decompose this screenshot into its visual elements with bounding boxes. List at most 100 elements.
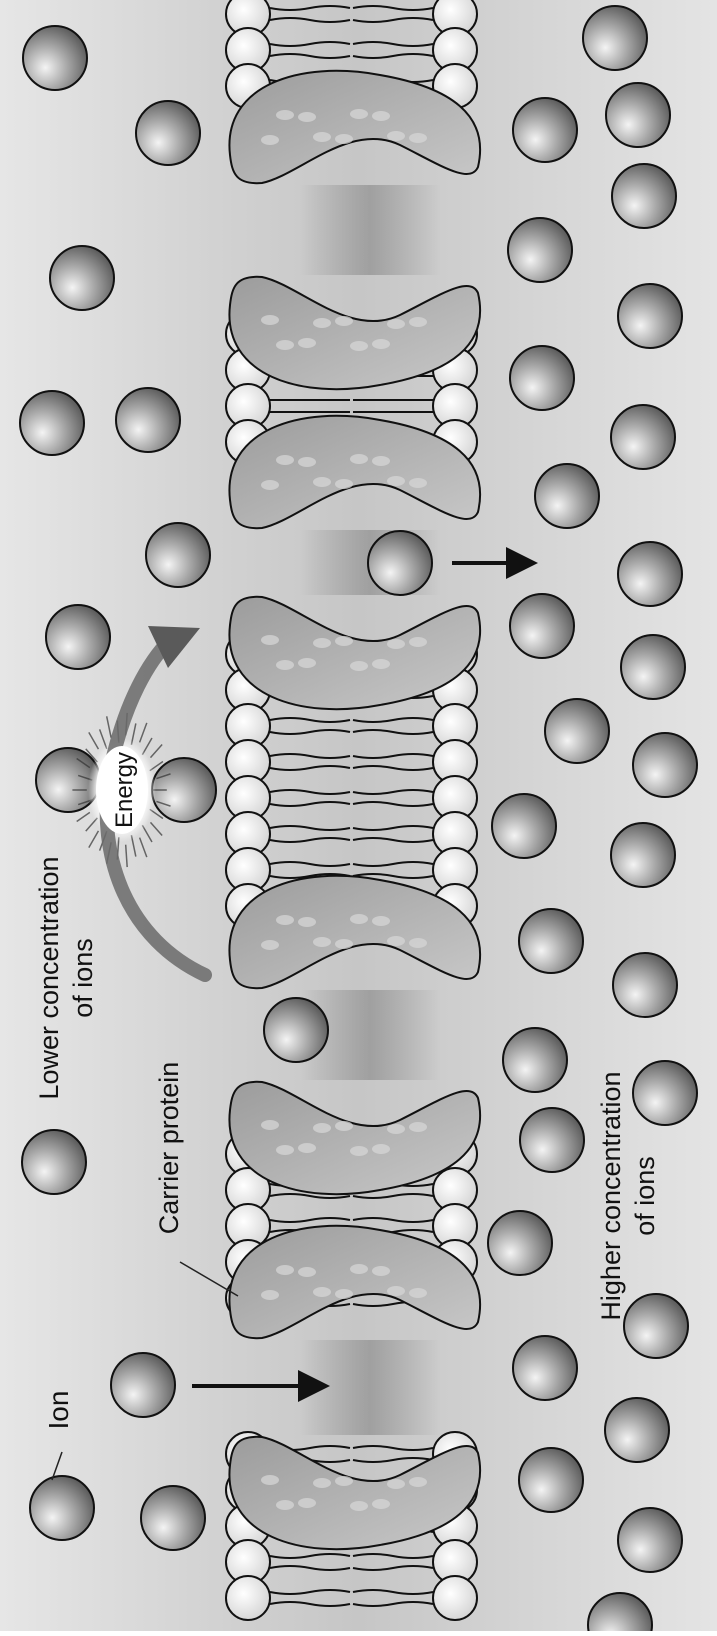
energy-label: Energy: [111, 752, 138, 828]
lower-concentration-label-line1: Lower concentration: [34, 856, 64, 1099]
ion: [492, 794, 556, 858]
ion: [519, 909, 583, 973]
ion: [611, 405, 675, 469]
ion: [111, 1353, 175, 1417]
ion-label: Ion: [43, 1391, 74, 1430]
protein-texture: [261, 1475, 279, 1485]
protein-texture: [313, 1478, 331, 1488]
protein-texture: [335, 134, 353, 144]
protein-texture: [387, 936, 405, 946]
higher-concentration-label-line2: of ions: [630, 1156, 660, 1236]
ion: [519, 1448, 583, 1512]
lower-concentration-label-line2: of ions: [68, 938, 98, 1018]
protein-texture: [335, 316, 353, 326]
ion: [116, 388, 180, 452]
protein-texture: [276, 455, 294, 465]
ion: [508, 218, 572, 282]
protein-texture: [350, 1264, 368, 1274]
protein-texture: [409, 1288, 427, 1298]
protein-texture: [409, 317, 427, 327]
higher-concentration-label-line1: Higher concentration: [596, 1071, 626, 1320]
protein-texture: [261, 480, 279, 490]
protein-texture: [409, 1122, 427, 1132]
ion: [606, 83, 670, 147]
ion: [146, 523, 210, 587]
protein-texture: [335, 1476, 353, 1486]
ion: [30, 1476, 94, 1540]
protein-texture: [298, 1498, 316, 1508]
protein-texture: [350, 109, 368, 119]
ion: [613, 953, 677, 1017]
protein-texture: [335, 1121, 353, 1131]
protein-texture: [372, 456, 390, 466]
protein-texture: [298, 1143, 316, 1153]
protein-texture: [372, 1499, 390, 1509]
protein-texture: [261, 635, 279, 645]
protein-texture: [298, 917, 316, 927]
ion: [20, 391, 84, 455]
ion: [22, 1130, 86, 1194]
protein-texture: [387, 319, 405, 329]
protein-texture: [372, 111, 390, 121]
protein-texture: [409, 637, 427, 647]
ion: [264, 998, 328, 1062]
protein-texture: [313, 1287, 331, 1297]
protein-texture: [335, 1289, 353, 1299]
protein-texture: [387, 1124, 405, 1134]
ion: [624, 1294, 688, 1358]
protein-texture: [313, 477, 331, 487]
protein-texture: [387, 1286, 405, 1296]
protein-texture: [350, 1501, 368, 1511]
ion: [23, 26, 87, 90]
protein-texture: [372, 659, 390, 669]
protein-texture: [313, 318, 331, 328]
ion: [621, 635, 685, 699]
protein-texture: [350, 914, 368, 924]
protein-texture: [276, 1500, 294, 1510]
protein-texture: [409, 1477, 427, 1487]
protein-texture: [276, 110, 294, 120]
protein-texture: [387, 1479, 405, 1489]
ion: [612, 164, 676, 228]
ion: [633, 1061, 697, 1125]
ion: [488, 1211, 552, 1275]
protein-texture: [276, 1145, 294, 1155]
ion: [368, 531, 432, 595]
protein-texture: [372, 1144, 390, 1154]
ion: [136, 101, 200, 165]
carrier-protein-label: Carrier protein: [154, 1062, 184, 1235]
protein-channel: [300, 185, 440, 275]
protein-texture: [350, 454, 368, 464]
ion: [513, 1336, 577, 1400]
protein-texture: [261, 1120, 279, 1130]
protein-texture: [350, 341, 368, 351]
ion: [633, 733, 697, 797]
protein-texture: [276, 915, 294, 925]
protein-texture: [261, 315, 279, 325]
ion: [513, 98, 577, 162]
protein-texture: [350, 661, 368, 671]
ion: [618, 1508, 682, 1572]
protein-texture: [372, 916, 390, 926]
lipid-head: [226, 1576, 270, 1620]
ion: [46, 605, 110, 669]
protein-texture: [335, 636, 353, 646]
protein-texture: [387, 131, 405, 141]
protein-texture: [276, 660, 294, 670]
protein-texture: [409, 478, 427, 488]
ion: [141, 1486, 205, 1550]
protein-texture: [372, 339, 390, 349]
protein-texture: [313, 132, 331, 142]
ion: [520, 1108, 584, 1172]
ion: [50, 246, 114, 310]
protein-texture: [298, 1267, 316, 1277]
ion: [618, 542, 682, 606]
protein-texture: [313, 937, 331, 947]
protein-texture: [298, 112, 316, 122]
ion: [618, 284, 682, 348]
protein-texture: [350, 1146, 368, 1156]
lipid-head: [433, 1576, 477, 1620]
ion: [545, 699, 609, 763]
